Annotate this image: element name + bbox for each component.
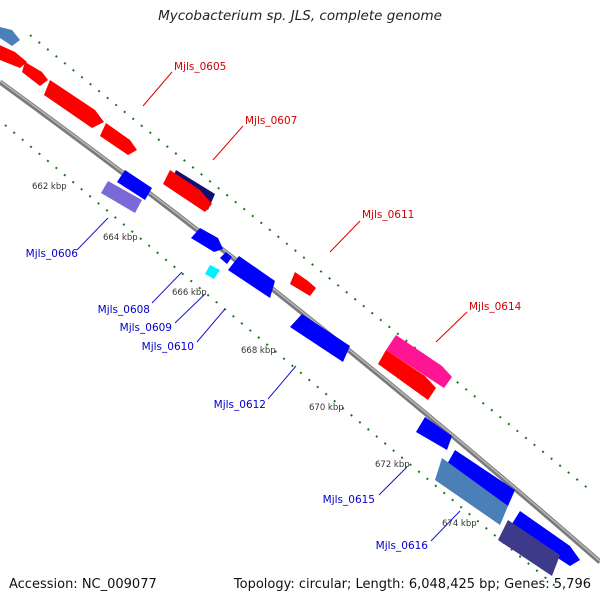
gene-mjls-0612[interactable] [290,314,350,362]
gene-arrow[interactable] [510,511,580,566]
gene-arrow[interactable] [205,265,220,279]
gene-arrow[interactable] [378,350,436,400]
gene-arrow[interactable] [0,27,20,46]
forward-label-leaders [142,71,468,343]
gene-label-mjls-0615[interactable]: Mjls_0615 [323,494,375,506]
gene-label-mjls-0605[interactable]: Mjls_0605 [174,61,226,73]
gene-label-mjls-0612[interactable]: Mjls_0612 [214,399,266,411]
gene-arrow[interactable] [22,62,48,86]
gene-arrow[interactable] [100,123,137,155]
reverse-gene-labels: Mjls_0606 Mjls_0608 Mjls_0609 Mjls_0610 … [26,248,429,552]
gene-mjls-0615[interactable] [416,417,452,450]
forward-genes [0,43,452,400]
genome-backbone [0,79,600,564]
gene-arrow[interactable] [163,170,212,212]
gene-mjls-0608[interactable] [191,228,223,252]
gene-label-mjls-0606[interactable]: Mjls_0606 [26,248,79,260]
gene-label-mjls-0607[interactable]: Mjls_0607 [245,115,297,127]
gene-arrow[interactable] [498,520,560,576]
kbp-label: 672 kbp [375,460,410,470]
gene-arrow[interactable] [446,450,515,506]
gene-mjls-0610[interactable] [228,256,275,298]
forward-gene-labels: Mjls_0605 Mjls_0607 Mjls_0611 Mjls_0614 [174,61,522,313]
gene-mjls-0609[interactable] [220,252,232,264]
kbp-label: 668 kbp [241,346,276,356]
kbp-label: 664 kbp [103,233,138,243]
gene-mjls-0605[interactable] [44,80,104,128]
map-title: Mycobacterium sp. JLS, complete genome [158,8,442,24]
topology-text: Topology: circular; Length: 6,048,425 bp… [233,577,591,592]
inner-tick-track [4,124,561,591]
gene-label-mjls-0611[interactable]: Mjls_0611 [362,209,414,221]
gene-mjls-0606[interactable] [101,181,142,213]
gene-mjls-0611[interactable] [290,272,316,296]
kbp-labels: 662 kbp 664 kbp 666 kbp 668 kbp 670 kbp … [32,182,477,529]
gene-mjls-0614[interactable] [386,335,452,388]
backbone-highlight [0,80,600,562]
gene-arrow[interactable] [0,43,27,68]
gene-label-mjls-0614[interactable]: Mjls_0614 [469,301,522,313]
accession-text: Accession: NC_009077 [9,577,157,592]
gene-label-mjls-0616[interactable]: Mjls_0616 [376,540,429,552]
gene-mjls-0616[interactable] [435,458,508,525]
outer-tick-track [29,34,591,491]
reverse-genes [0,27,580,576]
kbp-label: 670 kbp [309,403,344,413]
gene-label-mjls-0608[interactable]: Mjls_0608 [98,304,150,316]
gene-arrow[interactable] [117,170,152,200]
kbp-label: 674 kbp [442,519,477,529]
gene-label-mjls-0609[interactable]: Mjls_0609 [120,322,172,334]
reverse-label-leaders [76,217,461,542]
gene-label-mjls-0610[interactable]: Mjls_0610 [142,341,194,353]
kbp-label: 662 kbp [32,182,67,192]
kbp-label: 666 kbp [172,288,207,298]
